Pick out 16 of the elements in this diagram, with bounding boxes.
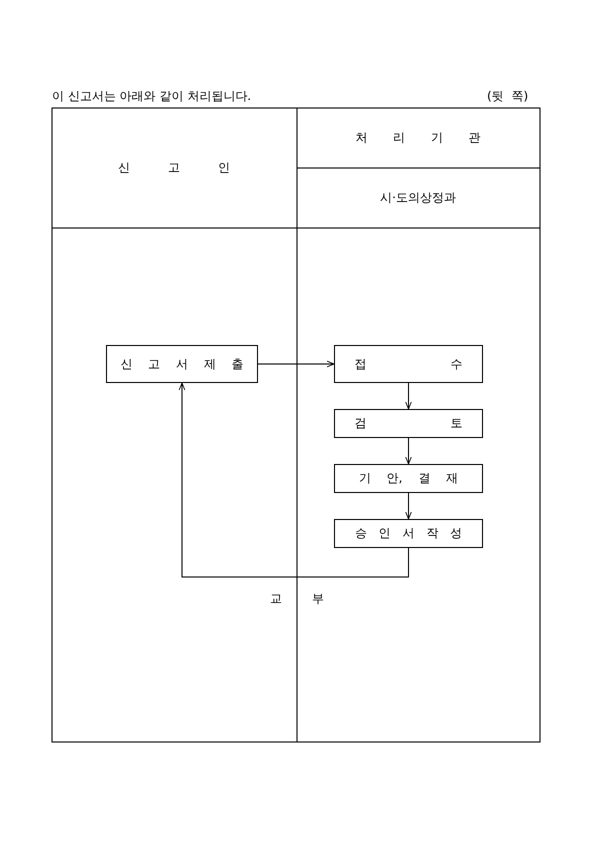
column-header: 신 고 인 bbox=[118, 160, 230, 176]
form-instruction: 이 신고서는 아래와 같이 처리됩니다. bbox=[52, 88, 252, 105]
column-header: 처 리 기 관 bbox=[355, 130, 481, 146]
process-box: 기 안, 결 재 bbox=[334, 464, 483, 493]
arrow bbox=[405, 438, 412, 464]
edge-label: 교 부 bbox=[270, 590, 324, 608]
process-box: 검 토 bbox=[334, 409, 483, 438]
arrow bbox=[405, 492, 412, 520]
table-cell: 시·도의상정과 bbox=[380, 190, 456, 206]
process-box: 신 고 서 제 출 bbox=[106, 345, 258, 383]
arrow bbox=[178, 382, 409, 578]
arrow bbox=[405, 382, 412, 410]
process-box: 접 수 bbox=[334, 345, 483, 383]
process-box: 승 인 서 작 성 bbox=[334, 519, 483, 548]
page-side-note: (뒷 쪽) bbox=[487, 88, 528, 105]
arrow bbox=[258, 360, 334, 368]
